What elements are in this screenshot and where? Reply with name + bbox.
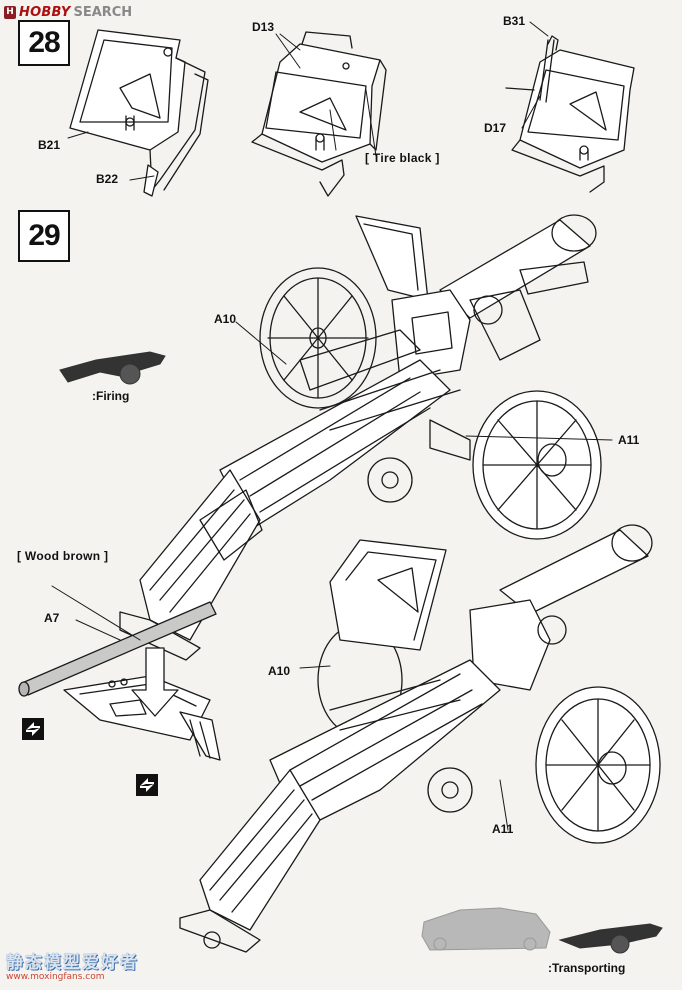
mode-firing-label: :Firing [92,389,130,403]
note-wood-brown: [ Wood brown ] [17,549,109,563]
label-a7: A7 [44,611,60,625]
moxingfans-watermark: 静态模型爱好者 www.moxingfans.com [6,948,139,982]
hobbysearch-logo-icon: H [4,5,16,19]
note-tire-black: [ Tire black ] [365,151,440,165]
d13-plate-drawing [251,31,387,197]
insert-arrow-icon [131,647,179,717]
firing-silhouette-icon [59,351,166,385]
watermark-brand: HOBBY [19,4,71,20]
b21-plate-drawing [69,29,209,197]
label-a10-top: A10 [214,312,237,326]
b31-plate-drawing [505,35,635,193]
watermark-cn-text: 静态模型爱好者 [6,953,139,973]
label-b22: B22 [96,172,119,186]
gun-firing-drawing [119,214,602,661]
label-b21: B21 [38,138,61,152]
gun-transport-drawing [179,524,661,953]
label-d17: D17 [484,121,507,135]
transport-silhouette-icon [558,923,663,954]
label-b31: B31 [503,14,526,28]
mode-transporting-label: :Transporting [548,961,626,975]
step-29-number: 29 [18,210,70,262]
trail-spade-drawing [63,675,221,761]
label-a10-bottom: A10 [268,664,291,678]
hobbysearch-watermark: H HOBBY SEARCH [4,4,132,20]
reverse-side-icon [136,774,158,796]
halftrack-silhouette-icon [421,907,551,951]
watermark-suffix: SEARCH [73,4,133,20]
label-d13: D13 [252,20,275,34]
watermark-url: www.moxingfans.com [6,972,105,982]
reverse-side-icon [22,718,44,740]
step-28-number: 28 [18,20,70,66]
label-a11-bottom: A11 [492,822,514,836]
label-a11-top: A11 [618,433,640,447]
